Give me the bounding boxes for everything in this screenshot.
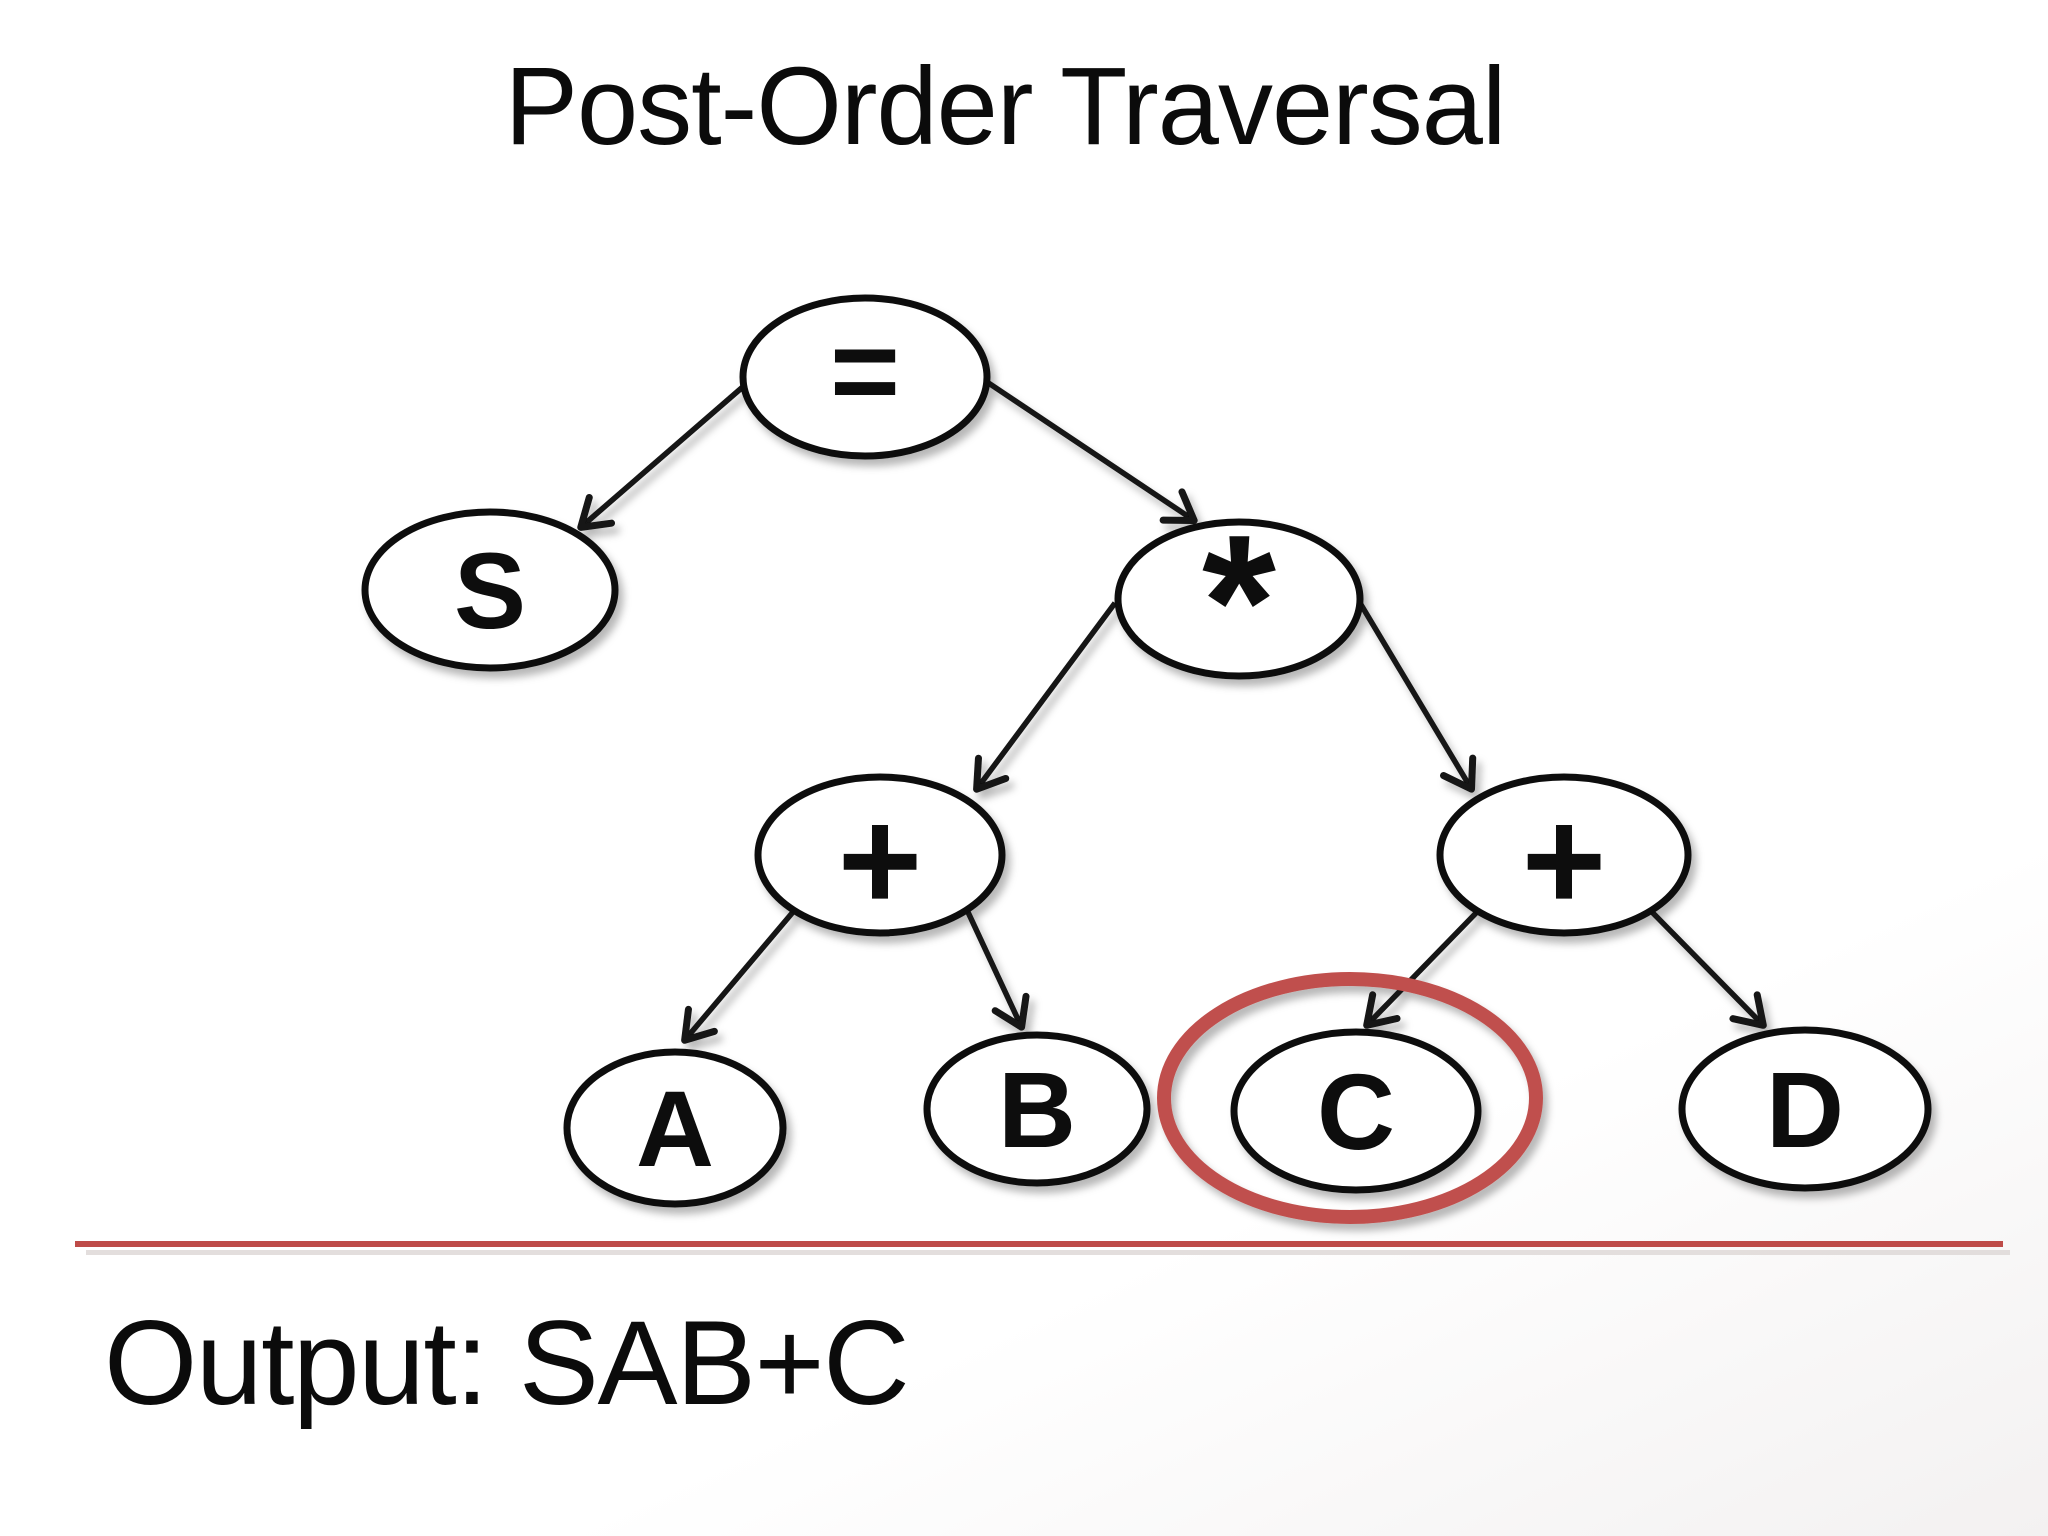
tree-node-equals: = (739, 294, 991, 460)
edge-arrow-equals-to-s (577, 382, 747, 531)
edge-arrow-plus-right-to-d (1648, 908, 1767, 1029)
node-ellipse (563, 1048, 787, 1208)
node-label: B (998, 1049, 1076, 1170)
node-ellipse (1230, 1028, 1482, 1194)
node-label: + (838, 779, 923, 941)
node-label: + (1522, 779, 1607, 941)
node-label: S (454, 530, 526, 651)
node-ellipse (739, 294, 991, 460)
edge-arrow-equals-to-star (985, 379, 1198, 524)
page-title: Post-Order Traversal (504, 45, 1507, 168)
tree-node-plus-left: + (754, 773, 1006, 941)
divider-line (75, 1241, 2003, 1247)
tree-node-s: S (361, 508, 619, 672)
divider-shadow (86, 1250, 2010, 1255)
node-ellipse (1436, 773, 1692, 937)
tree-node-b: B (923, 1031, 1151, 1187)
node-label: A (636, 1068, 714, 1189)
node-label: D (1766, 1049, 1844, 1170)
node-ellipse (754, 773, 1006, 937)
node-label: C (1317, 1051, 1395, 1172)
node-ellipse (1114, 518, 1364, 680)
edge-arrow-star-to-plus-right (1357, 601, 1477, 793)
tree-node-a: A (563, 1048, 787, 1208)
edge-arrow-plus-right-to-c (1363, 910, 1479, 1029)
edge-arrow-plus-left-to-a (681, 910, 796, 1044)
node-ellipse (1678, 1026, 1932, 1192)
node-label: = (830, 304, 900, 438)
highlight-circle-c (1157, 972, 1543, 1224)
tree-node-plus-right: + (1436, 773, 1692, 941)
node-label: * (1202, 496, 1276, 708)
tree-node-star: * (1114, 496, 1364, 708)
output-text: Output: SAB+C (104, 1296, 910, 1430)
edge-arrow-plus-left-to-b (964, 908, 1030, 1031)
node-ellipse (923, 1031, 1151, 1187)
tree-node-d: D (1678, 1026, 1932, 1192)
tree-node-c: C (1230, 1028, 1482, 1194)
node-ellipse (361, 508, 619, 672)
edge-arrow-star-to-plus-left (973, 601, 1118, 793)
